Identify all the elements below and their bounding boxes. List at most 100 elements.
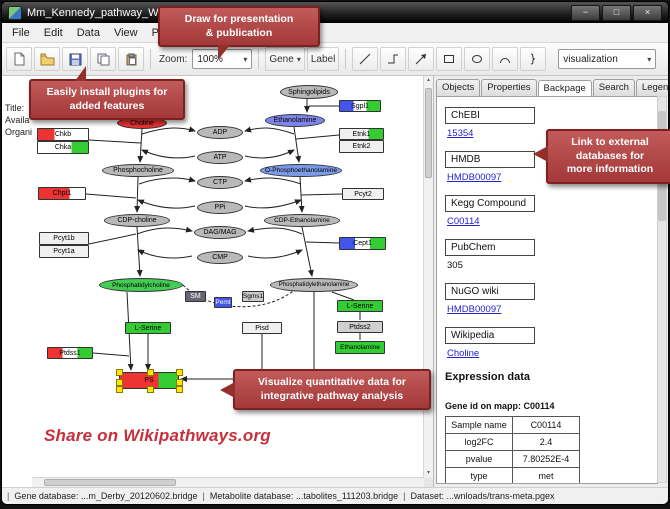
callout-pointer-left (220, 382, 235, 398)
node-label: ADP (212, 129, 228, 136)
close-button[interactable]: × (633, 4, 662, 21)
vertical-scroll-thumb[interactable] (425, 88, 432, 178)
node-phosphatidylcholine[interactable]: Phosphatidylcholine (99, 278, 183, 292)
node-adp[interactable]: ADP (197, 126, 243, 139)
node-sgms1[interactable]: Sgms1 (242, 291, 264, 302)
callout-draw-line1: Draw for presentation (184, 13, 294, 25)
node-phosphocholine[interactable]: Phosphocholine (102, 164, 174, 177)
db-link-nugo-wiki[interactable]: HMDB00097 (447, 304, 502, 315)
arrow-tool-button[interactable] (408, 47, 435, 71)
selection-handle[interactable] (176, 378, 183, 386)
node-etnk1[interactable]: Etnk1 (339, 128, 384, 140)
selection-handle[interactable] (116, 378, 123, 386)
node-cdp-choline[interactable]: CDP-choline (104, 214, 170, 227)
save-file-icon (69, 53, 81, 65)
visualization-value: visualization (563, 53, 618, 65)
node-pcyt2[interactable]: Pcyt2 (342, 188, 384, 200)
node-cdp-ethanolamine[interactable]: CDP-Ethanolamine (264, 214, 340, 227)
db-link-hmdb[interactable]: HMDB00097 (447, 172, 502, 183)
paste-button[interactable] (118, 47, 144, 71)
db-link-wikipedia[interactable]: Choline (447, 348, 480, 359)
node-ptdss2[interactable]: Ptdss2 (337, 321, 383, 333)
scroll-up-icon[interactable]: ▴ (426, 77, 430, 83)
arc-tool-button[interactable] (492, 47, 519, 71)
db-header-nugo-wiki: NuGO wiki (445, 283, 535, 300)
table-cell: Sample name (445, 416, 513, 434)
toolbar-separator (258, 49, 260, 69)
elbow-tool-button[interactable] (380, 47, 407, 71)
db-link-kegg-compound[interactable]: C00114 (447, 216, 480, 227)
node-sm[interactable]: SM (185, 291, 206, 302)
table-cell: C00114 (512, 416, 580, 434)
db-link-chebi[interactable]: 15354 (447, 128, 474, 139)
node-label: Chpt1 (52, 190, 72, 197)
node-ctp[interactable]: CTP (197, 176, 243, 189)
canvas-horizontal-scrollbar[interactable] (32, 477, 424, 487)
node-o-phosphoethanolamine[interactable]: O-Phosphoethanolamine (260, 164, 342, 177)
scroll-down-icon[interactable]: ▾ (426, 470, 430, 476)
node-atp[interactable]: ATP (197, 151, 243, 164)
open-file-button[interactable] (34, 47, 60, 71)
brace-tool-button[interactable] (520, 47, 547, 71)
label-tool-button[interactable]: Label (306, 47, 340, 71)
db-value: 305 (447, 260, 463, 271)
tab-backpage[interactable]: Backpage (537, 80, 592, 97)
node-ppi[interactable]: PPi (197, 201, 243, 214)
selection-handle[interactable] (147, 369, 154, 376)
visualization-combo[interactable]: visualization ▾ (558, 49, 657, 69)
tab-objects[interactable]: Objects (436, 79, 481, 96)
node-l-serine-left[interactable]: L-Serine (125, 322, 171, 334)
node-cmp[interactable]: CMP (197, 251, 243, 264)
node-etnk2[interactable]: Etnk2 (339, 140, 384, 153)
node-ethanolamine-top[interactable]: Ethanolamine (265, 114, 325, 127)
node-pisd[interactable]: Pisd (242, 322, 282, 334)
tab-properties[interactable]: Properties (481, 79, 537, 96)
expression-data-title: Expression data (445, 371, 530, 383)
menu-file[interactable]: File (12, 26, 30, 39)
callout-link-line1: Link to external (571, 136, 649, 148)
node-label: Choline (130, 119, 154, 127)
line-tool-button[interactable] (352, 47, 379, 71)
rect-tool-button[interactable] (436, 47, 463, 71)
node-chka[interactable]: Chka (37, 141, 89, 154)
menu-data[interactable]: Data (76, 26, 100, 39)
node-sphingolipids[interactable]: Sphingolipids (280, 85, 338, 99)
node-ethanolamine-bottom[interactable]: Ethanolamine (335, 341, 385, 354)
menu-view[interactable]: View (113, 26, 138, 39)
tab-legend[interactable]: Legend (635, 79, 668, 96)
node-label: O-Phosphoethanolamine (265, 167, 337, 174)
scroll-corner (424, 478, 433, 487)
new-file-button[interactable] (6, 47, 32, 71)
node-sgpl1[interactable]: Sgpl1 (339, 100, 381, 112)
selection-handle[interactable] (116, 369, 123, 376)
node-cept1[interactable]: Cept1 (339, 237, 386, 250)
paste-icon (126, 53, 136, 65)
selection-handle[interactable] (176, 369, 183, 376)
db-header-kegg-compound: Kegg Compound (445, 195, 535, 212)
node-dag-mag[interactable]: DAG/MAG (194, 226, 246, 239)
node-pemt[interactable]: Pemt (214, 297, 232, 308)
node-pcyt1b[interactable]: Pcyt1b (39, 232, 89, 245)
node-ptdss1[interactable]: Ptdss1 (47, 347, 93, 359)
minimize-button[interactable]: − (571, 4, 600, 21)
node-phosphatidylethanolamine[interactable]: Phosphatidylethanolamine (270, 278, 358, 292)
node-chkb[interactable]: Chkb (37, 128, 89, 141)
node-chpt1[interactable]: Chpt1 (38, 187, 86, 200)
horizontal-scroll-thumb[interactable] (44, 479, 176, 486)
node-ps-selected[interactable]: PS (116, 369, 183, 393)
selection-handle[interactable] (116, 386, 123, 393)
menu-edit[interactable]: Edit (43, 26, 63, 39)
node-l-serine-right[interactable]: L-Serine (337, 300, 383, 312)
window-controls: − □ × (571, 4, 662, 21)
tab-search[interactable]: Search (592, 79, 635, 96)
canvas-vertical-scrollbar[interactable]: ▴ ▾ (423, 76, 433, 478)
copy-button[interactable] (90, 47, 116, 71)
datanode-tool-button[interactable]: Gene ▾ (265, 47, 305, 71)
oval-tool-button[interactable] (464, 47, 491, 71)
selection-handle[interactable] (176, 386, 183, 393)
node-pcyt1a[interactable]: Pcyt1a (39, 245, 89, 258)
selection-handle[interactable] (147, 386, 154, 393)
maximize-button[interactable]: □ (602, 4, 631, 21)
